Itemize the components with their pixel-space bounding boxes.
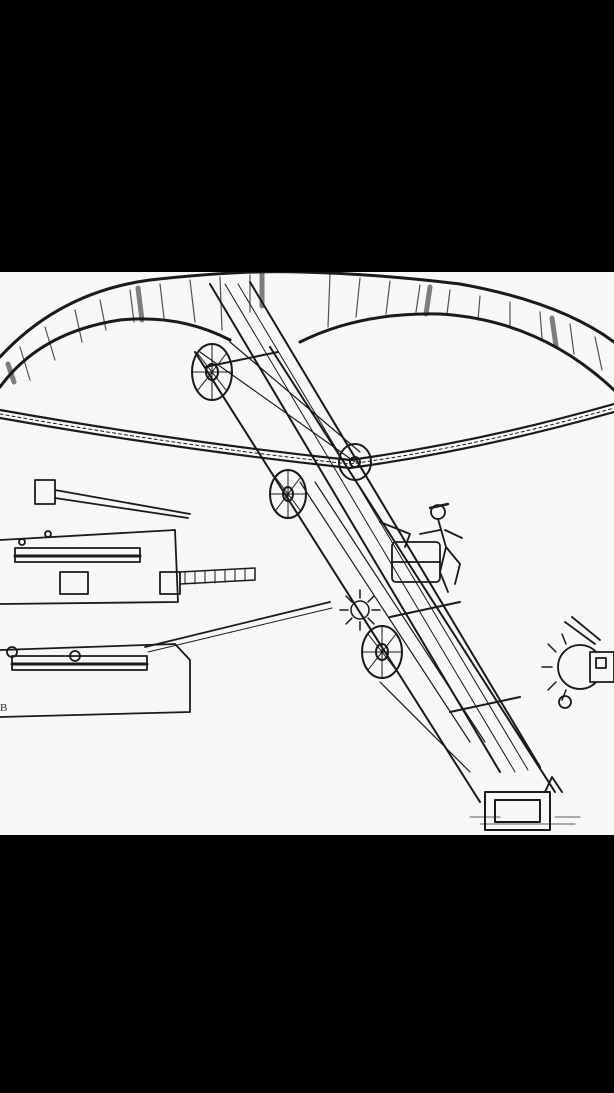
ratchet-detail xyxy=(541,616,614,709)
ground-hatching xyxy=(469,816,581,825)
mallet-detail xyxy=(34,479,191,519)
bow-limbs xyxy=(0,272,614,392)
wheels xyxy=(191,343,403,679)
trigger-block-upper xyxy=(0,529,256,605)
windlass xyxy=(379,521,441,583)
crossbow-drawing xyxy=(0,272,614,831)
ropes xyxy=(199,341,471,773)
sprocket xyxy=(339,589,381,631)
figure-letter: B xyxy=(0,702,8,714)
bowstring xyxy=(0,402,614,470)
letterbox-bottom xyxy=(0,835,614,1093)
stirrup xyxy=(484,776,563,831)
letterbox-top xyxy=(0,0,614,272)
crossbow-stock xyxy=(194,281,556,803)
crossbow-engraving-image[interactable]: B xyxy=(0,272,614,835)
operator-figure xyxy=(419,502,463,593)
trigger-block-lower xyxy=(0,601,333,718)
